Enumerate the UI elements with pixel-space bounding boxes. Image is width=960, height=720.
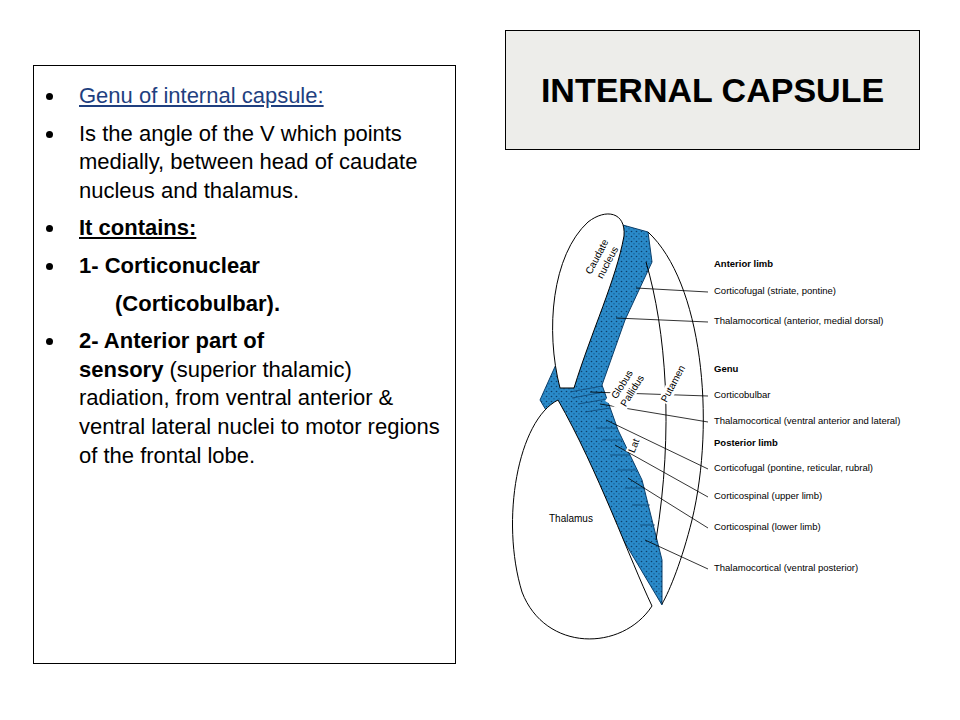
thalamus-outline <box>513 400 652 639</box>
fibre-label: Corticofugal (striate, pontine) <box>713 286 837 297</box>
fibre-label: Thalamocortical (ventral anterior and la… <box>713 416 901 427</box>
bullet-dot <box>46 225 53 232</box>
bullet-text: (Corticobulbar). <box>115 291 280 316</box>
fibre-label: Corticofugal (pontine, reticular, rubral… <box>713 463 874 474</box>
fibre-label: Corticobulbar <box>713 390 772 401</box>
leader-lines <box>590 288 708 569</box>
fibre-label: Corticospinal (upper limb) <box>713 491 823 502</box>
bullet-text: It contains: <box>79 215 196 240</box>
bullet-row: 1- Corticonuclear <box>34 252 441 281</box>
region-heading: Genu <box>713 364 739 375</box>
bullet-row: 2- Anterior part of sensory(superior tha… <box>34 327 441 470</box>
region-heading: Anterior limb <box>713 259 774 270</box>
bullet-row: Is the angle of the V which points media… <box>34 120 441 206</box>
text-panel: Genu of internal capsule: Is the angle of… <box>33 65 456 664</box>
part-name: Thalamus <box>548 513 594 525</box>
fibre-label: Corticospinal (lower limb) <box>713 522 822 533</box>
bullet-row: Genu of internal capsule: <box>34 82 441 111</box>
bullet-text: 1- Corticonuclear <box>79 253 260 278</box>
bullet-row: (Corticobulbar). <box>34 290 441 319</box>
title-text: INTERNAL CAPSULE <box>541 71 884 110</box>
fibre-label: Thalamocortical (anterior, medial dorsal… <box>713 316 884 327</box>
caudate-outline <box>553 214 625 388</box>
putamen-outline <box>648 232 703 604</box>
bullet-text: Genu of internal capsule: <box>79 83 324 108</box>
bullet-text: Is the angle of the V which points media… <box>79 121 417 203</box>
region-heading: Posterior limb <box>713 438 779 449</box>
bullet-dot <box>46 93 53 100</box>
bullet-row: It contains: <box>34 214 441 243</box>
fibre-label: Thalamocortical (ventral posterior) <box>713 563 859 574</box>
part-name: Globus Pallidus <box>605 362 649 413</box>
part-name: Putamen <box>658 362 688 405</box>
title-box: INTERNAL CAPSULE <box>505 30 920 150</box>
bullet-dot <box>46 263 53 270</box>
bullet-dot <box>46 131 53 138</box>
bullet-dot <box>46 338 53 345</box>
